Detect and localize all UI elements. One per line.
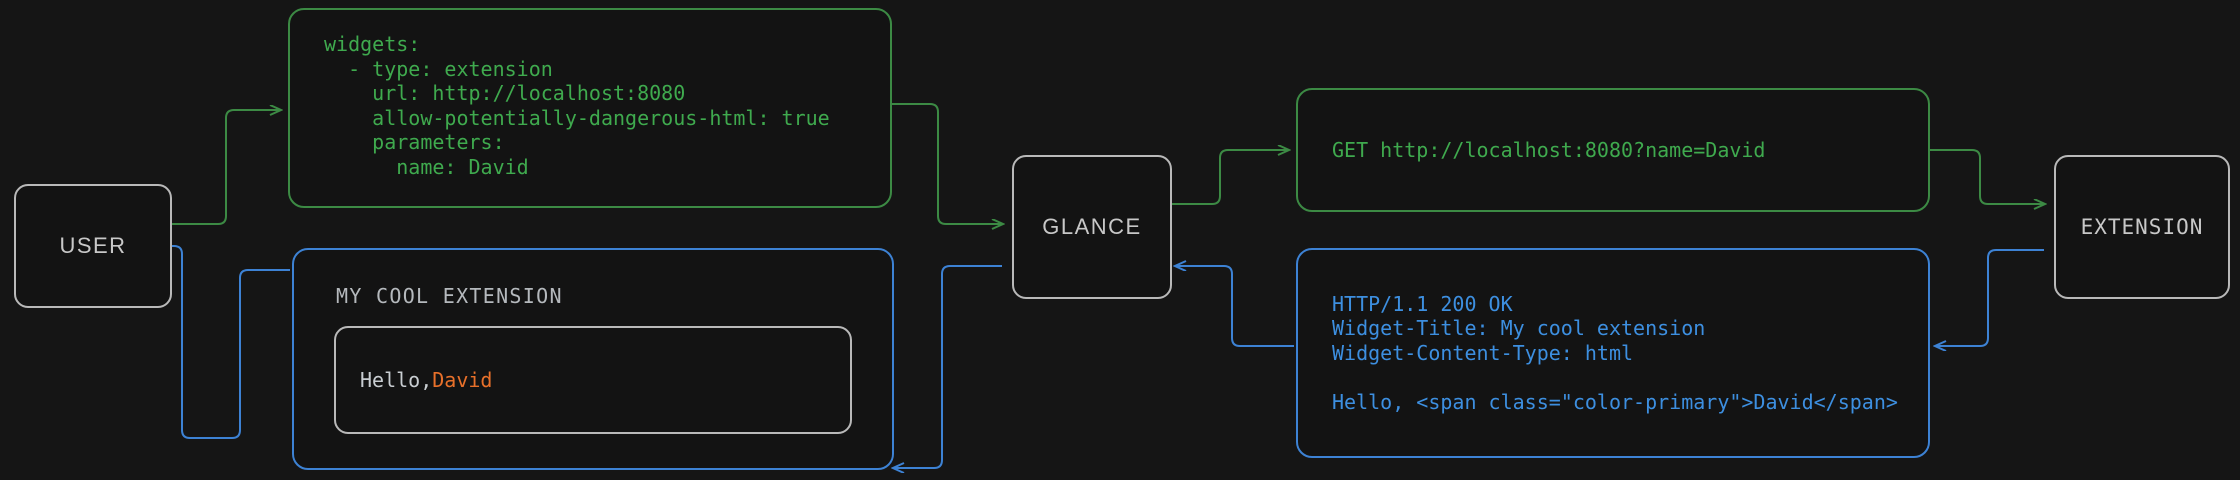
edge-glance-to-request [1172, 150, 1288, 205]
node-user-label: USER [59, 233, 127, 258]
edge-extension-to-response [1936, 249, 2044, 346]
http-response-code: HTTP/1.1 200 OK Widget-Title: My cool ex… [1332, 291, 1898, 414]
yaml-config-code: widgets: - type: extension url: http://l… [324, 32, 830, 179]
edge-config-to-glance [892, 103, 1002, 224]
node-glance-label: GLANCE [1042, 214, 1142, 239]
edge-widget-to-user [140, 246, 290, 439]
edge-response-to-glance [1176, 266, 1294, 347]
card-http-response[interactable]: HTTP/1.1 200 OK Widget-Title: My cool ex… [1296, 248, 1930, 458]
node-extension[interactable]: EXTENSION [2054, 155, 2230, 299]
edge-user-to-config [172, 110, 280, 225]
card-rendered-widget[interactable]: MY COOL EXTENSION Hello, David [292, 248, 894, 470]
card-http-request[interactable]: GET http://localhost:8080?name=David [1296, 88, 1930, 212]
http-request-code: GET http://localhost:8080?name=David [1332, 137, 1766, 162]
widget-title: MY COOL EXTENSION [336, 284, 563, 308]
node-glance[interactable]: GLANCE [1012, 155, 1172, 299]
widget-greeting-text: Hello, [360, 368, 433, 392]
edge-request-to-extension [1930, 149, 2044, 204]
node-user[interactable]: USER [14, 184, 172, 308]
widget-body: Hello, David [334, 326, 852, 434]
card-yaml-config[interactable]: widgets: - type: extension url: http://l… [288, 8, 892, 208]
widget-greeting-name: David [432, 368, 493, 392]
edge-glance-to-widget [894, 265, 1002, 468]
node-extension-label: EXTENSION [2080, 215, 2204, 239]
